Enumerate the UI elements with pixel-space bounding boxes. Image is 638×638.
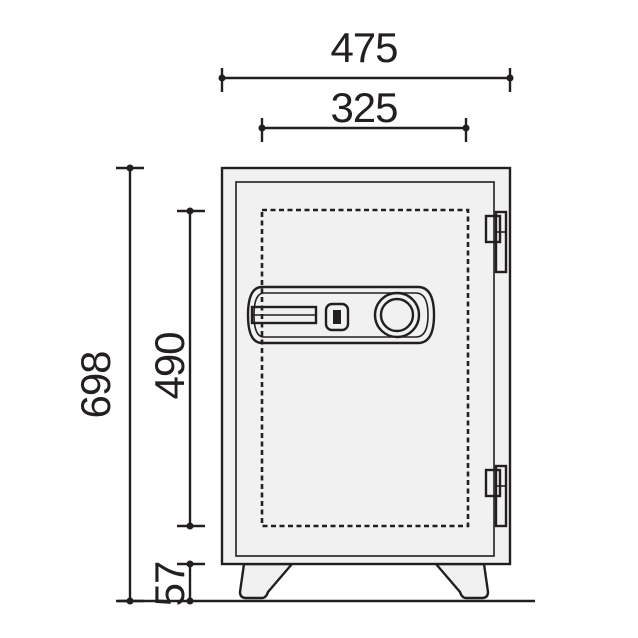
overall-width-dimension: 475 xyxy=(218,24,514,92)
left-foot xyxy=(238,562,295,600)
key-lock xyxy=(324,302,350,332)
inner-width-dimension: 325 xyxy=(258,84,470,142)
base-height-dimension: 57 xyxy=(146,560,205,607)
control-panel-inner-outline xyxy=(253,292,429,338)
upper-hinge xyxy=(484,210,508,274)
combination-dial xyxy=(373,291,421,339)
safe-body xyxy=(220,166,512,566)
lower-hinge xyxy=(484,464,508,528)
overall-width-dot-left xyxy=(218,74,226,82)
inner-height-label: 490 xyxy=(146,332,193,399)
upper-hinge-plate xyxy=(484,214,502,244)
inner-compartment-outline xyxy=(260,208,470,528)
dial-outer-ring xyxy=(373,291,421,339)
right-foot xyxy=(433,562,490,600)
safe-feet xyxy=(238,562,490,600)
lower-hinge-barrel xyxy=(494,464,508,528)
overall-height-dimension: 698 xyxy=(72,164,144,605)
base-height-label: 57 xyxy=(146,562,193,607)
overall-height-label: 698 xyxy=(72,351,119,418)
inner-width-dot-left xyxy=(258,124,266,132)
dial-knob xyxy=(379,297,415,333)
overall-width-dot-right xyxy=(506,74,514,82)
inner-height-dimension: 490 xyxy=(146,207,205,530)
inner-width-label: 325 xyxy=(330,84,397,131)
inner-height-dot-top xyxy=(186,207,194,215)
safe-door xyxy=(235,181,495,557)
door-handle xyxy=(250,305,318,325)
lower-hinge-plate xyxy=(484,468,502,498)
key-lock-housing xyxy=(324,302,350,332)
overall-height-dot-top xyxy=(126,164,134,172)
overall-width-label: 475 xyxy=(330,24,397,71)
control-panel xyxy=(246,285,436,345)
control-panel-plate xyxy=(246,285,436,345)
inner-width-dot-right xyxy=(462,124,470,132)
inner-height-dot-bottom xyxy=(186,522,194,530)
keyhole-icon xyxy=(333,310,341,324)
base-height-dot-top xyxy=(186,560,194,568)
upper-hinge-barrel xyxy=(494,210,508,274)
